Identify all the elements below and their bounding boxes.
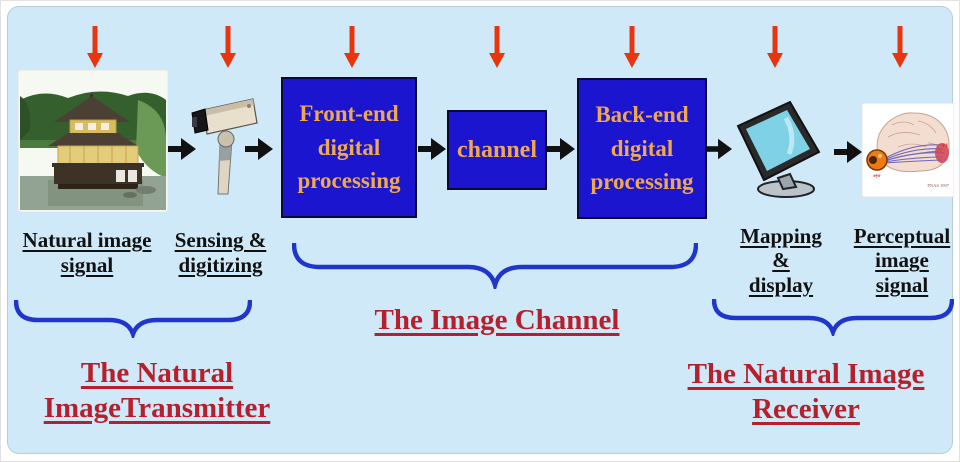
black-right-arrow-icon xyxy=(245,138,273,160)
red-down-arrow-icon xyxy=(624,26,640,68)
black-right-arrow-icon xyxy=(547,138,575,160)
image-channel-heading: The Image Channel xyxy=(374,304,620,336)
red-down-arrow-icon xyxy=(767,26,783,68)
transmitter-brace xyxy=(14,300,252,338)
lcd-monitor-icon xyxy=(736,100,821,198)
back-end-processing-box: Back-end digital processing xyxy=(577,78,707,219)
transmitter-heading: The Natural ImageTransmitter xyxy=(43,357,271,425)
receiver-heading: The Natural Image Receiver xyxy=(687,358,925,426)
brain-visual-pathway-icon: V1 eye PNAS 1997 xyxy=(862,103,954,197)
mapping-display-label: Mapping & display xyxy=(740,224,822,297)
video-camera-icon xyxy=(191,98,258,195)
front-end-processing-box: Front-end digital processing xyxy=(281,77,417,218)
red-down-arrow-icon xyxy=(344,26,360,68)
v1-label: V1 xyxy=(942,144,949,149)
red-down-arrow-icon xyxy=(220,26,236,68)
black-right-arrow-icon xyxy=(418,138,446,160)
black-right-arrow-icon xyxy=(168,138,196,160)
perceptual-image-signal-label: Perceptual image signal xyxy=(853,224,951,297)
red-down-arrow-icon xyxy=(489,26,505,68)
sensing-digitizing-label: Sensing & digitizing xyxy=(174,228,267,278)
red-down-arrow-icon xyxy=(892,26,908,68)
red-down-arrow-icon xyxy=(87,26,103,68)
black-right-arrow-icon xyxy=(834,141,862,163)
receiver-brace xyxy=(712,299,954,336)
natural-image-signal-label: Natural image signal xyxy=(22,228,152,278)
natural-image-photo xyxy=(18,70,168,212)
credit-label: PNAS 1997 xyxy=(927,183,949,188)
channel-box: channel xyxy=(447,110,547,190)
eye-label: eye xyxy=(874,174,882,179)
image-channel-brace xyxy=(292,243,698,289)
black-right-arrow-icon xyxy=(706,138,732,160)
